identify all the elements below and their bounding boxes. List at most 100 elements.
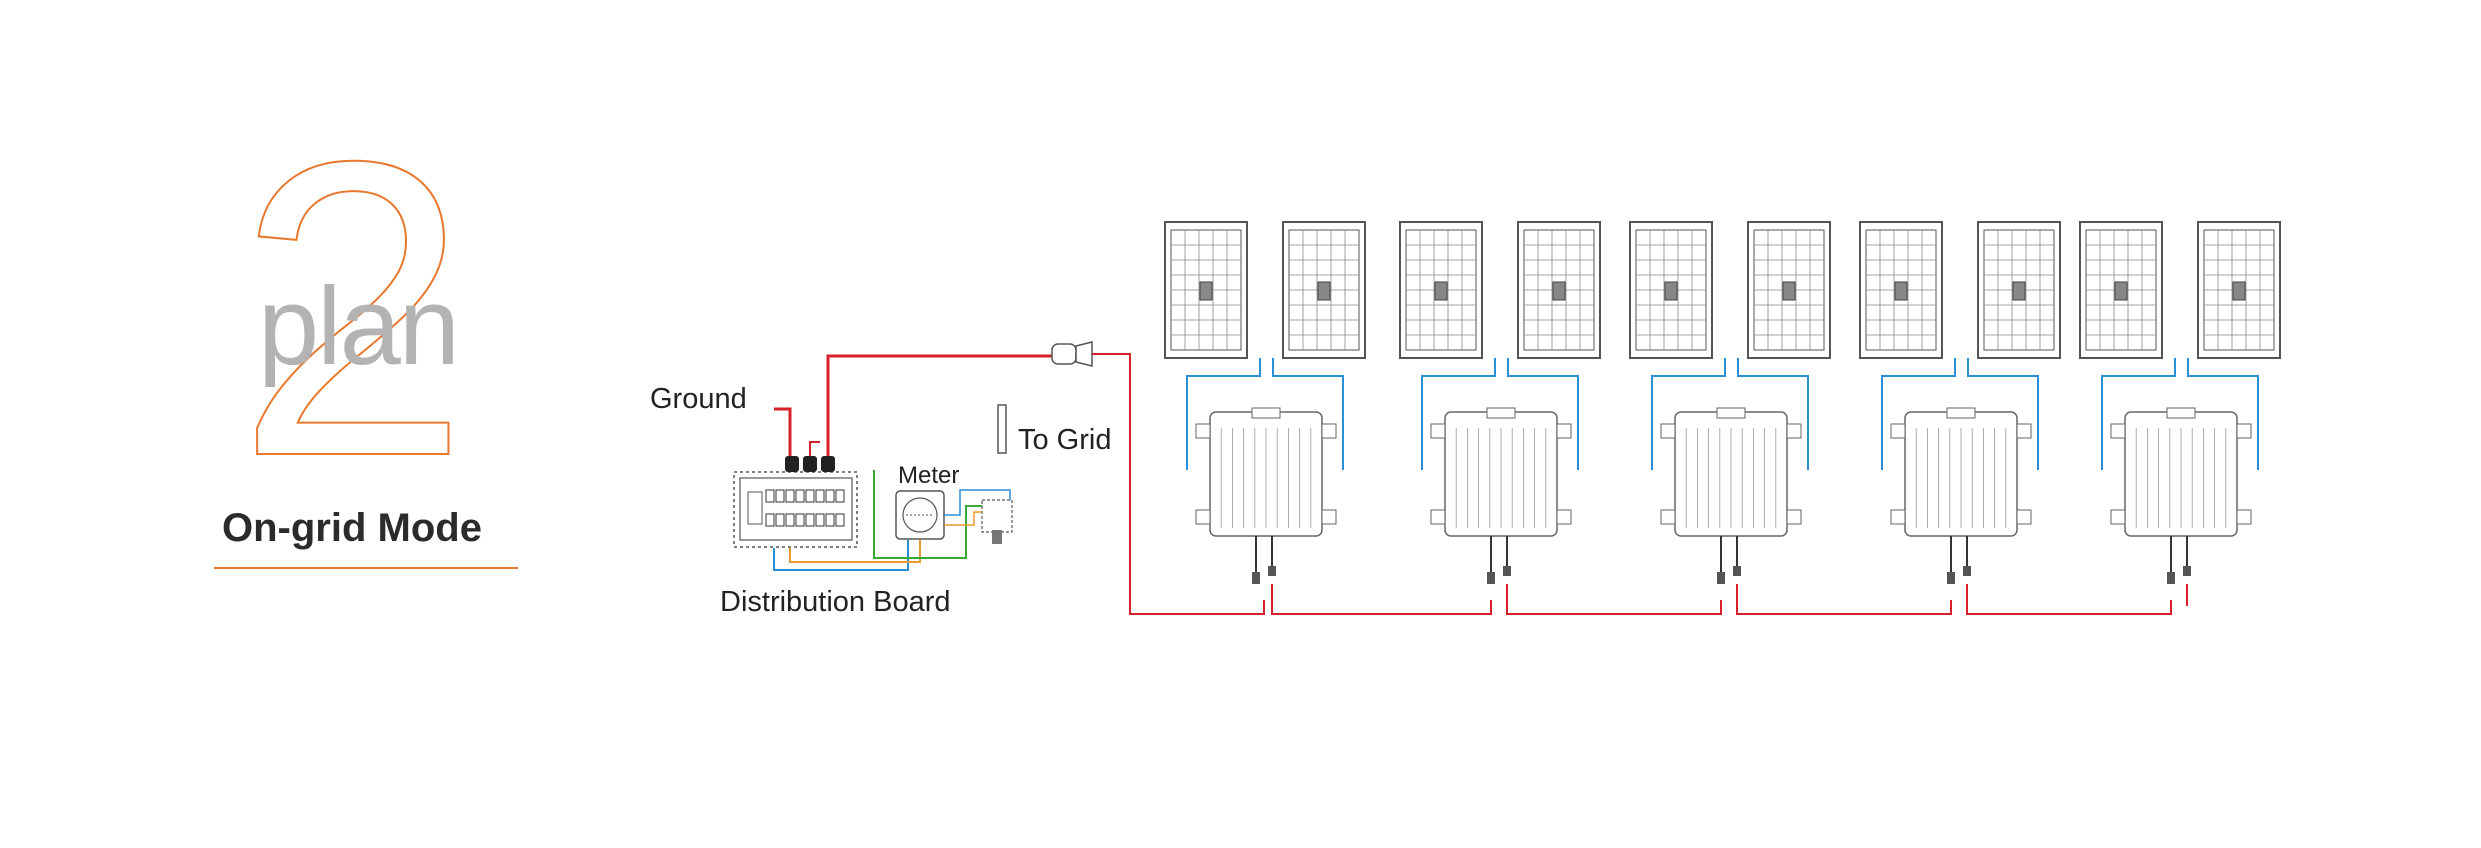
ac-trunk-connector [1051, 341, 1093, 367]
solar-panel-right [1282, 221, 1366, 359]
ac-connector [1733, 566, 1741, 576]
panel-junction-box [1552, 281, 1566, 301]
board-connectors [785, 456, 835, 472]
ac-chain-segment [1736, 584, 1952, 615]
mode-title: On-grid Mode [222, 506, 482, 550]
inverter-bracket [2236, 423, 2252, 439]
board-blue-wire [773, 540, 909, 571]
solar-panel-right [1747, 221, 1831, 359]
ac-connector [1252, 572, 1260, 584]
distribution-board [733, 456, 858, 548]
micro-inverter [1195, 407, 1337, 537]
inverter-bracket [2110, 423, 2126, 439]
solar-panel-left [1629, 221, 1713, 359]
board-orange-wire [789, 540, 921, 563]
inverter-groups [1164, 221, 2281, 615]
inverter-bracket [1195, 509, 1211, 525]
inverter-bracket [2016, 509, 2032, 525]
panel-junction-box [1782, 281, 1796, 301]
ac-connector [1487, 572, 1495, 584]
dc-wire-right [1507, 358, 1579, 470]
meter-grid-wire [944, 489, 1011, 516]
inverter-group [1859, 221, 2172, 615]
inverter-label-plate [1486, 407, 1516, 419]
board-green-wire [873, 470, 982, 559]
panel-junction-box [1664, 281, 1678, 301]
panel-junction-box [1434, 281, 1448, 301]
plan-number: 2 [235, 75, 471, 544]
grid-plug [992, 530, 1002, 544]
inverter-bracket [1195, 423, 1211, 439]
dc-wire-left [1421, 358, 1496, 470]
solar-panel-right [1977, 221, 2061, 359]
inverter-bracket [2016, 423, 2032, 439]
solar-panel-right [1517, 221, 1601, 359]
dc-wire-left [2101, 358, 2176, 470]
inverter-bracket [1786, 509, 1802, 525]
inverter-bracket [1556, 509, 1572, 525]
panel-junction-box [2012, 281, 2026, 301]
inverter-label-plate [1716, 407, 1746, 419]
panel-junction-box [1199, 281, 1213, 301]
ac-chain-segment [1506, 584, 1722, 615]
ac-connector [1717, 572, 1725, 584]
inverter-bracket [1321, 509, 1337, 525]
inverter-label-plate [1946, 407, 1976, 419]
inverter-group [1399, 221, 1722, 615]
inverter-bracket [1430, 423, 1446, 439]
inverter-bracket [1890, 509, 1906, 525]
panel-junction-box [2232, 281, 2246, 301]
meter [895, 490, 945, 540]
ground-label: Ground [650, 383, 747, 415]
grid-pole [997, 404, 1007, 454]
dc-wire-right [2187, 358, 2259, 470]
inverter-bracket [1890, 423, 1906, 439]
ac-chain-segment [1966, 584, 2172, 615]
inverter-label-plate [2166, 407, 2196, 419]
meter-label: Meter [898, 462, 960, 489]
ac-trunk-line [1092, 353, 1265, 615]
mode-title-underline [214, 567, 518, 569]
ac-connector [1503, 566, 1511, 576]
ac-connector [1268, 566, 1276, 576]
to-grid-label: To Grid [1018, 424, 1112, 456]
dc-wire-right [1967, 358, 2039, 470]
inverter-bracket [1430, 509, 1446, 525]
distribution-board-label: Distribution Board [720, 586, 951, 618]
ac-connector [1947, 572, 1955, 584]
grid-junction-box [981, 499, 1013, 533]
panel-junction-box [1894, 281, 1908, 301]
plan-word: plan [258, 265, 460, 388]
inverter-bracket [2110, 509, 2126, 525]
ground-wire [774, 407, 792, 456]
solar-panel-left [2079, 221, 2163, 359]
solar-panel-left [1859, 221, 1943, 359]
dc-wire-left [1881, 358, 1956, 470]
inverter-bracket [1556, 423, 1572, 439]
meter-neutral-wire [944, 511, 982, 526]
inverter-label-plate [1251, 407, 1281, 419]
ac-feed-wire [826, 354, 1052, 456]
inverter-group [1629, 221, 1952, 615]
breaker-row-bottom [765, 513, 845, 527]
dc-wire-right [1737, 358, 1809, 470]
micro-inverter [1890, 407, 2032, 537]
inverter-group [2079, 221, 2281, 606]
board-jumper-wire [809, 441, 820, 456]
inverter-bracket [1786, 423, 1802, 439]
panel-junction-box [2114, 281, 2128, 301]
micro-inverter [2110, 407, 2252, 537]
dc-wire-left [1186, 358, 1261, 470]
inverter-bracket [1660, 509, 1676, 525]
inverter-bracket [1660, 423, 1676, 439]
ac-connector [2183, 566, 2191, 576]
inverter-group [1164, 221, 1492, 615]
dc-wire-right [1272, 358, 1344, 470]
micro-inverter [1430, 407, 1572, 537]
ac-connector [1963, 566, 1971, 576]
solar-panel-left [1164, 221, 1248, 359]
inverter-bracket [1321, 423, 1337, 439]
panel-junction-box [1317, 281, 1331, 301]
